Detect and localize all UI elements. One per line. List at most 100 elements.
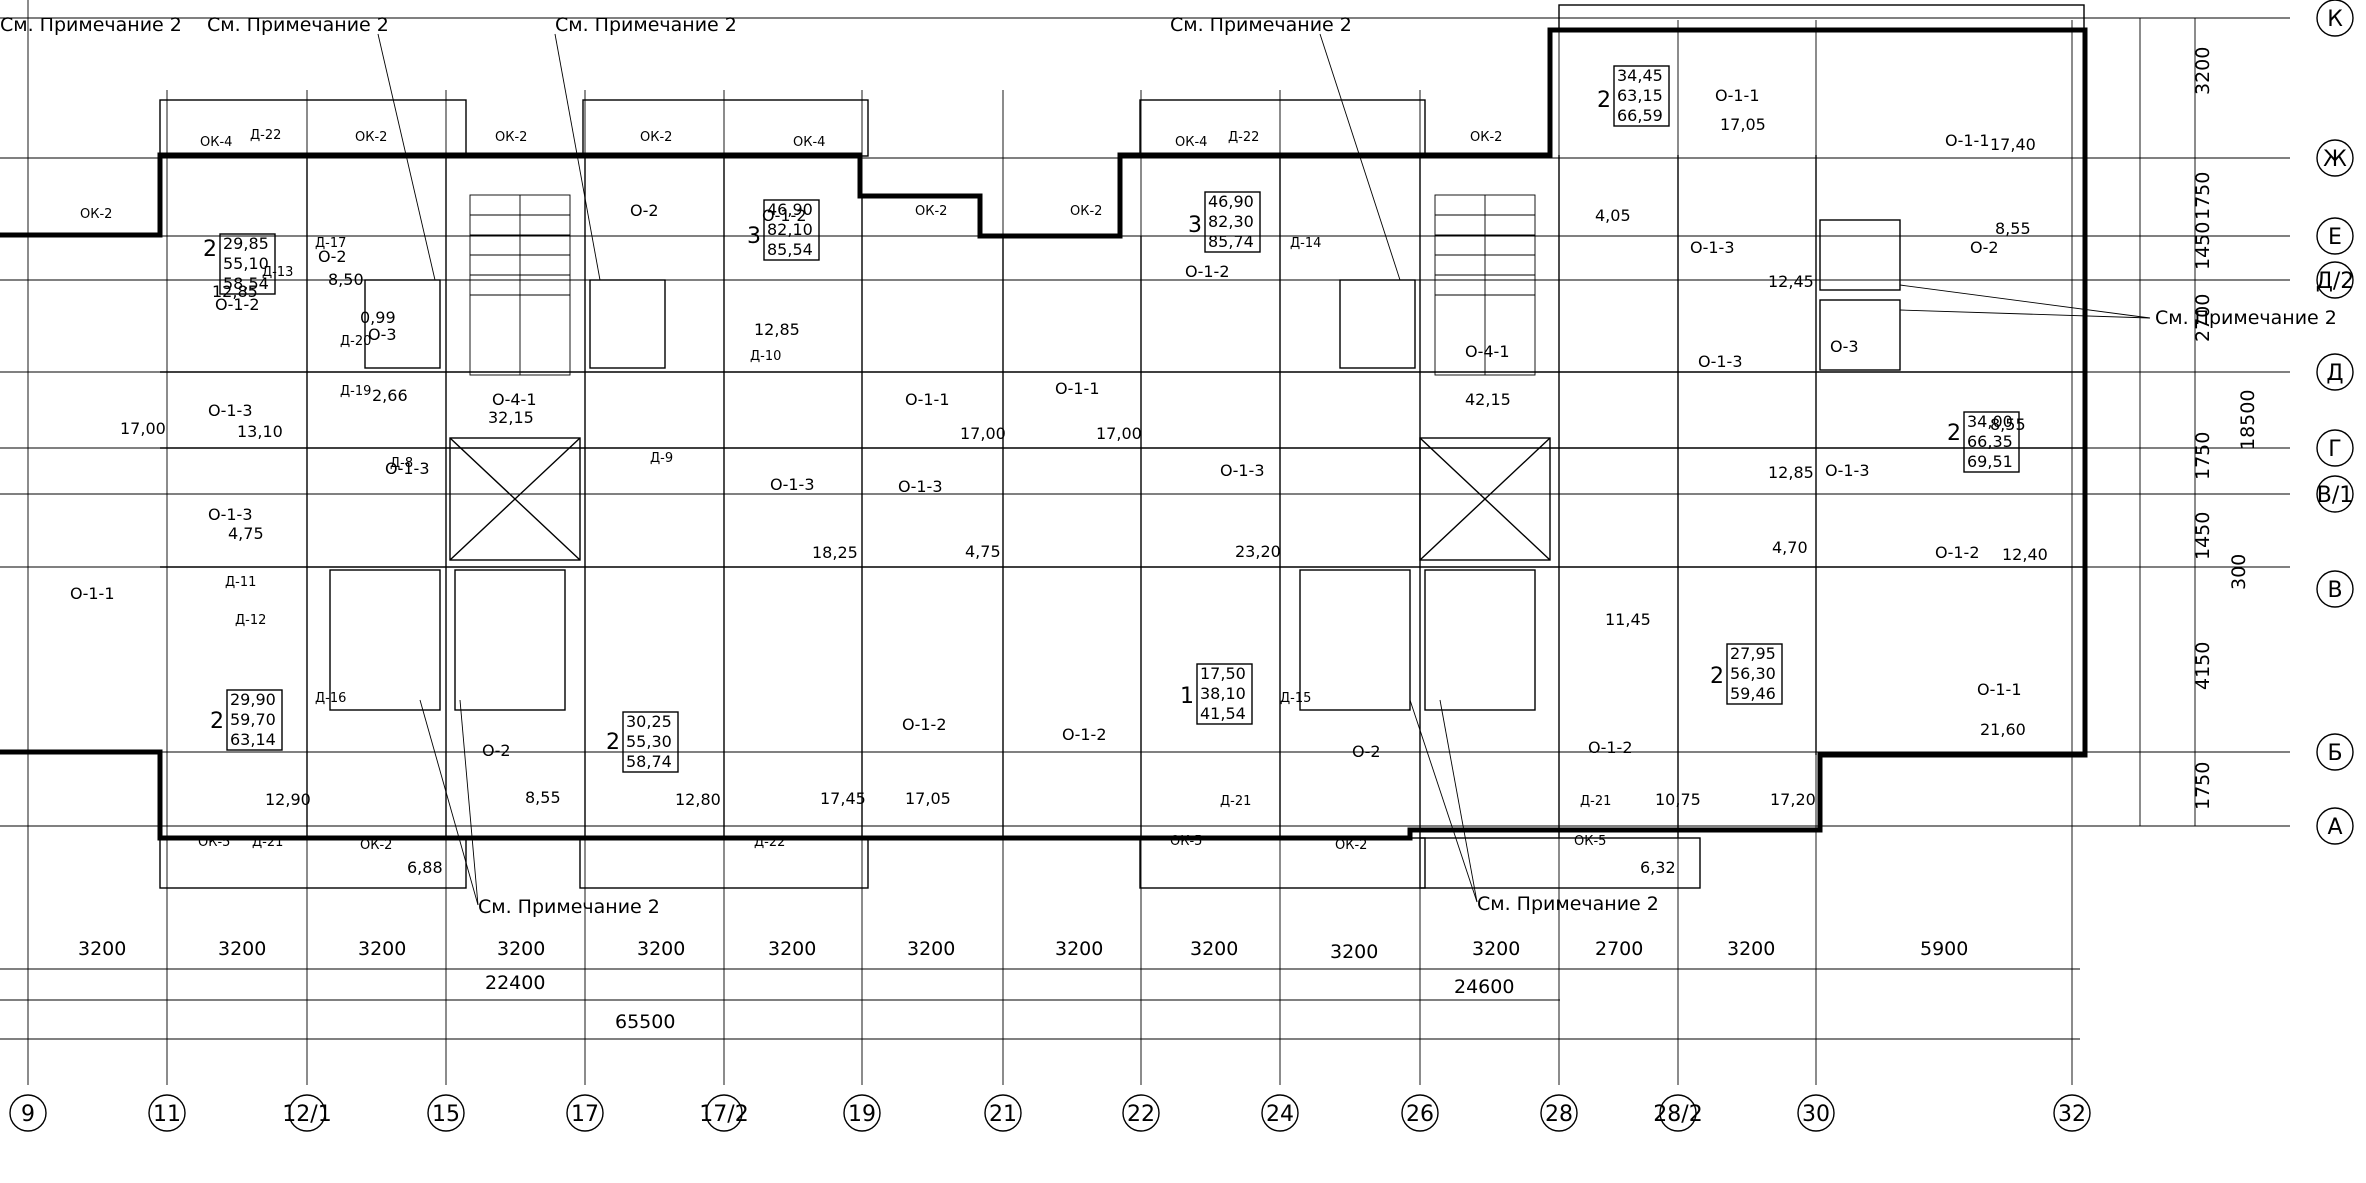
svg-text:О-2: О-2 [318, 247, 347, 266]
svg-text:85,54: 85,54 [767, 240, 813, 259]
svg-text:3200: 3200 [768, 938, 816, 960]
svg-text:3: 3 [1188, 213, 1202, 238]
svg-text:О-2: О-2 [1352, 742, 1381, 761]
svg-text:12,45: 12,45 [1768, 272, 1814, 291]
axis-col-19: 19 [843, 1094, 881, 1132]
apartment-9: 2 27,95 56,30 59,46 [1710, 643, 1783, 705]
svg-text:О-1-3: О-1-3 [208, 401, 253, 420]
svg-text:12,85: 12,85 [212, 282, 258, 301]
svg-text:15: 15 [432, 1102, 460, 1127]
svg-text:К: К [2327, 7, 2343, 32]
svg-text:Д-21: Д-21 [1580, 794, 1611, 809]
svg-text:17,00: 17,00 [960, 424, 1006, 443]
outer-walls [0, 27, 2088, 841]
svg-text:17,50: 17,50 [1200, 664, 1246, 683]
svg-text:О-4-1: О-4-1 [492, 390, 537, 409]
svg-text:23,20: 23,20 [1235, 542, 1281, 561]
svg-text:11: 11 [153, 1102, 181, 1127]
svg-text:2: 2 [210, 709, 224, 734]
svg-text:ОК-2: ОК-2 [495, 130, 527, 145]
svg-text:0,99: 0,99 [360, 308, 396, 327]
svg-text:Д-22: Д-22 [1228, 130, 1259, 145]
svg-text:27,95: 27,95 [1730, 644, 1776, 663]
svg-text:22: 22 [1127, 1102, 1155, 1127]
apartment-8: 1 17,50 38,10 41,54 [1180, 663, 1253, 725]
axis-row-b: Б [2316, 733, 2354, 771]
axis-col-30: 30 [1797, 1094, 1835, 1132]
note-4: См. Примечание 2 [1170, 14, 1352, 36]
svg-text:11,45: 11,45 [1605, 610, 1651, 629]
svg-text:Д-20: Д-20 [340, 334, 371, 349]
axis-row-v1: В/1 [2316, 475, 2354, 513]
svg-text:ОК-2: ОК-2 [80, 207, 112, 222]
svg-text:28/2: 28/2 [1653, 1102, 1702, 1127]
notes: См. Примечание 2 См. Примечание 2 См. Пр… [0, 14, 2337, 918]
svg-text:О-1-2: О-1-2 [215, 295, 260, 314]
svg-text:2: 2 [1597, 88, 1611, 113]
svg-text:О-1-1: О-1-1 [1977, 680, 2022, 699]
svg-text:13,10: 13,10 [237, 422, 283, 441]
svg-text:Д-16: Д-16 [315, 691, 346, 706]
axis-row-d: Д [2316, 353, 2354, 391]
svg-text:О-1-1: О-1-1 [70, 584, 115, 603]
svg-text:2700: 2700 [2192, 294, 2214, 342]
svg-text:О-1-1: О-1-1 [1715, 86, 1760, 105]
svg-text:Д-12: Д-12 [235, 613, 266, 628]
svg-text:ОК-2: ОК-2 [1070, 204, 1102, 219]
apartment-4: 2 34,45 63,15 66,59 [1597, 65, 1670, 127]
axis-col-17-2: 17/2 [699, 1094, 749, 1132]
svg-text:О-1-1: О-1-1 [1945, 131, 1990, 150]
note-6: См. Примечание 2 [478, 896, 660, 918]
svg-text:1750: 1750 [2192, 762, 2214, 810]
apartment-2: 3 46,90 82,10 85,54 [747, 199, 820, 261]
svg-text:3200: 3200 [218, 938, 266, 960]
axis-col-28: 28 [1540, 1094, 1578, 1132]
bottom-span-dims: 3200 3200 3200 3200 3200 3200 3200 3200 … [78, 938, 1968, 1033]
svg-text:29,85: 29,85 [223, 234, 269, 253]
svg-text:46,90: 46,90 [767, 200, 813, 219]
svg-text:ОК-2: ОК-2 [1335, 838, 1367, 853]
svg-text:О-1-2: О-1-2 [1935, 543, 1980, 562]
svg-text:18,25: 18,25 [812, 543, 858, 562]
svg-text:17,00: 17,00 [1096, 424, 1142, 443]
axis-col-32: 32 [2053, 1094, 2091, 1132]
svg-text:О-1-3: О-1-3 [770, 475, 815, 494]
svg-text:17,45: 17,45 [820, 789, 866, 808]
svg-text:55,30: 55,30 [626, 732, 672, 751]
dimension-lines [0, 18, 2196, 1040]
axis-col-12-1: 12/1 [282, 1094, 332, 1132]
svg-text:5900: 5900 [1920, 938, 1968, 960]
svg-text:О-1-2: О-1-2 [902, 715, 947, 734]
svg-text:56,30: 56,30 [1730, 664, 1776, 683]
svg-text:85,74: 85,74 [1208, 232, 1254, 251]
svg-text:4,75: 4,75 [965, 542, 1001, 561]
svg-text:17,05: 17,05 [1720, 115, 1766, 134]
svg-text:22400: 22400 [485, 972, 545, 994]
svg-text:10,75: 10,75 [1655, 790, 1701, 809]
svg-text:О-1-3: О-1-3 [1690, 238, 1735, 257]
axis-col-9: 9 [9, 1094, 47, 1132]
svg-text:300: 300 [2228, 554, 2250, 590]
svg-text:ОК-2: ОК-2 [360, 838, 392, 853]
svg-text:17/2: 17/2 [699, 1102, 748, 1127]
svg-text:О-2: О-2 [1970, 238, 1999, 257]
svg-text:ОК-4: ОК-4 [793, 135, 825, 150]
svg-text:1750: 1750 [2192, 172, 2214, 220]
svg-text:Д-17: Д-17 [315, 236, 346, 251]
svg-text:65500: 65500 [615, 1011, 675, 1033]
svg-text:Б: Б [2327, 741, 2342, 766]
svg-text:12,85: 12,85 [754, 320, 800, 339]
room-labels: О-1-1 О-1-3 О-1-3 О-1-2 О-2 О-3 О-4-1 О-… [70, 86, 2022, 761]
svg-text:ОК-4: ОК-4 [1175, 135, 1207, 150]
svg-text:59,46: 59,46 [1730, 684, 1776, 703]
svg-text:2700: 2700 [1595, 938, 1643, 960]
axis-col-17: 17 [566, 1094, 604, 1132]
note-1: См. Примечание 2 [0, 14, 182, 36]
svg-text:3200: 3200 [358, 938, 406, 960]
note-5: См. Примечание 2 [2155, 307, 2337, 329]
axis-row-a: А [2316, 807, 2354, 845]
svg-text:42,15: 42,15 [1465, 390, 1511, 409]
svg-text:3200: 3200 [637, 938, 685, 960]
svg-text:34,00: 34,00 [1967, 412, 2013, 431]
svg-text:46,90: 46,90 [1208, 192, 1254, 211]
